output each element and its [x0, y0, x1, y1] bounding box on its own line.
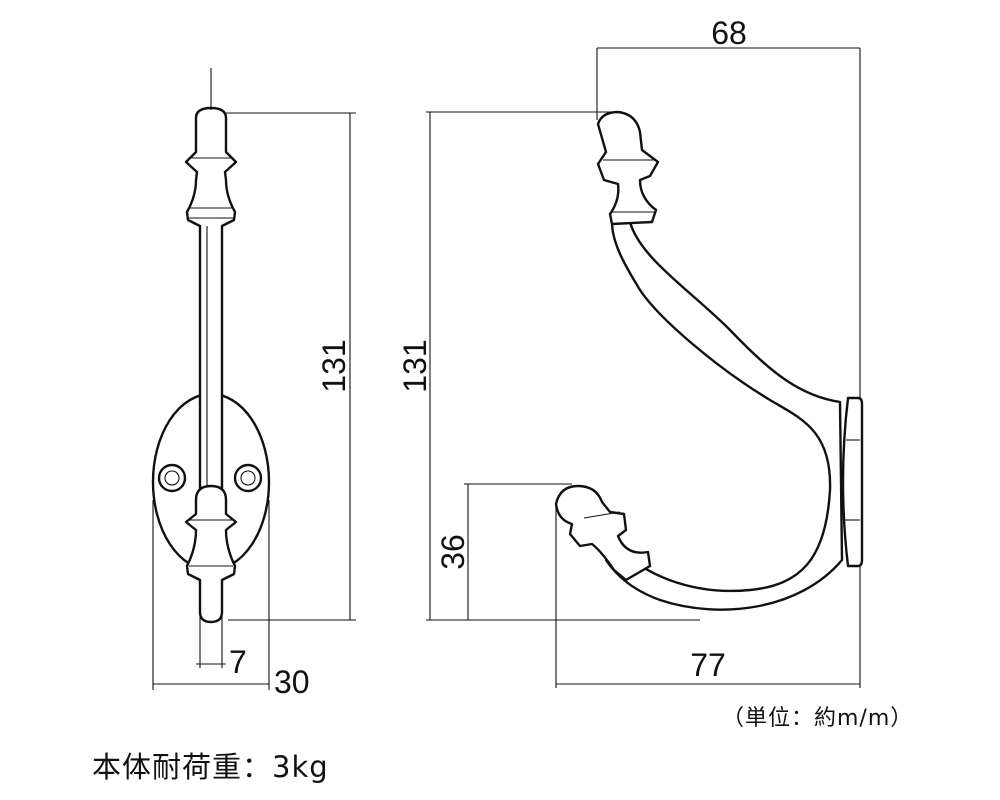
load-capacity-note: 本体耐荷重：3kg: [92, 750, 329, 784]
screw-hole-left: [157, 463, 187, 493]
lower-hook-height-label: 36: [435, 534, 471, 570]
side-height-label: 131: [397, 339, 433, 392]
lower-knob-side: [554, 484, 652, 582]
top-width-label: 68: [711, 15, 747, 51]
side-view: 68 131 36 77: [397, 15, 864, 688]
screw-hole-right-inner: [240, 470, 256, 486]
upper-hook-shaft: [184, 106, 238, 490]
front-view: 131 7 30: [151, 68, 356, 700]
upper-knob-side: [596, 110, 660, 226]
hook-body: [604, 220, 844, 611]
screw-hole-left-inner: [164, 470, 180, 486]
lower-hook-knob: [184, 484, 238, 624]
unit-note: （単位：約m/m）: [722, 706, 914, 731]
shaft-width-label: 7: [229, 644, 247, 680]
front-height-label: 131: [316, 339, 352, 392]
screw-hole-right: [233, 463, 263, 493]
wall-plate-side: [841, 396, 864, 568]
lower-knob-collar: [583, 511, 621, 519]
plate-width-label: 30: [274, 664, 310, 700]
depth-label: 77: [690, 647, 726, 683]
